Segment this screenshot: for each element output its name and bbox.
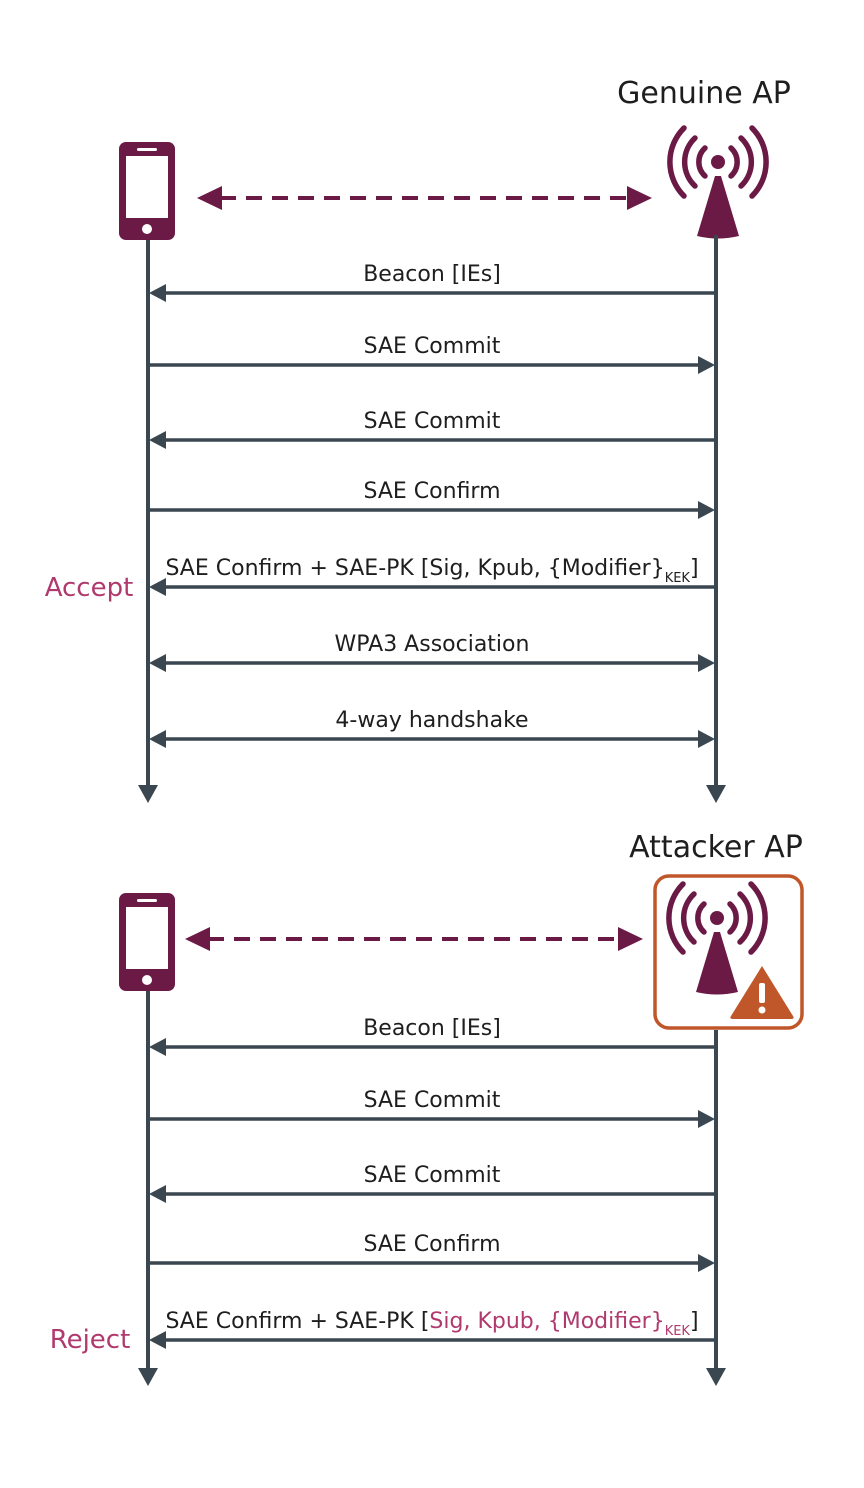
smartphone-icon xyxy=(119,893,175,991)
message-label: Beacon [IEs] xyxy=(363,1016,501,1041)
message-label: SAE Confirm + SAE-PK [Sig, Kpub, {Modifi… xyxy=(165,556,698,586)
message-label: SAE Commit xyxy=(364,334,501,359)
message-1: Beacon [IEs] xyxy=(149,1016,716,1056)
message-label: 4-way handshake xyxy=(335,708,528,733)
smartphone-icon xyxy=(119,142,175,240)
message-label: SAE Commit xyxy=(364,1163,501,1188)
dashed-link xyxy=(197,186,652,210)
attacker-ap-title: Attacker AP xyxy=(629,830,803,865)
message-5: SAE Confirm + SAE-PK [Sig, Kpub, {Modifi… xyxy=(149,1309,716,1349)
message-2: SAE Commit xyxy=(148,1088,715,1128)
message-label: SAE Commit xyxy=(364,409,501,434)
message-label: Beacon [IEs] xyxy=(363,262,501,287)
accept-status: Accept xyxy=(45,573,134,603)
message-label: SAE Confirm xyxy=(363,1232,500,1257)
reject-status: Reject xyxy=(50,1325,131,1355)
genuine-ap-title: Genuine AP xyxy=(617,76,791,111)
message-2: SAE Commit xyxy=(148,334,715,374)
wireless-antenna-icon xyxy=(670,128,766,239)
message-3: SAE Commit xyxy=(149,1163,716,1203)
message-3: SAE Commit xyxy=(149,409,716,449)
message-5: SAE Confirm + SAE-PK [Sig, Kpub, {Modifi… xyxy=(149,556,716,596)
message-label: SAE Confirm xyxy=(363,479,500,504)
message-label: SAE Commit xyxy=(364,1088,501,1113)
attacker-section: Attacker AP Reject Beacon [IEs] SAE Commi… xyxy=(50,830,804,1386)
message-7: 4-way handshake xyxy=(149,708,715,748)
genuine-section: Genuine AP Accept Beacon [IEs] SAE Commit… xyxy=(45,76,791,803)
message-4: SAE Confirm xyxy=(148,1232,715,1272)
message-label: WPA3 Association xyxy=(335,632,530,657)
warning-triangle-icon xyxy=(730,966,794,1019)
message-4: SAE Confirm xyxy=(148,479,715,519)
dashed-link xyxy=(185,927,643,951)
message-1: Beacon [IEs] xyxy=(149,262,716,302)
message-label: SAE Confirm + SAE-PK [Sig, Kpub, {Modifi… xyxy=(165,1309,698,1339)
message-6: WPA3 Association xyxy=(149,632,715,672)
